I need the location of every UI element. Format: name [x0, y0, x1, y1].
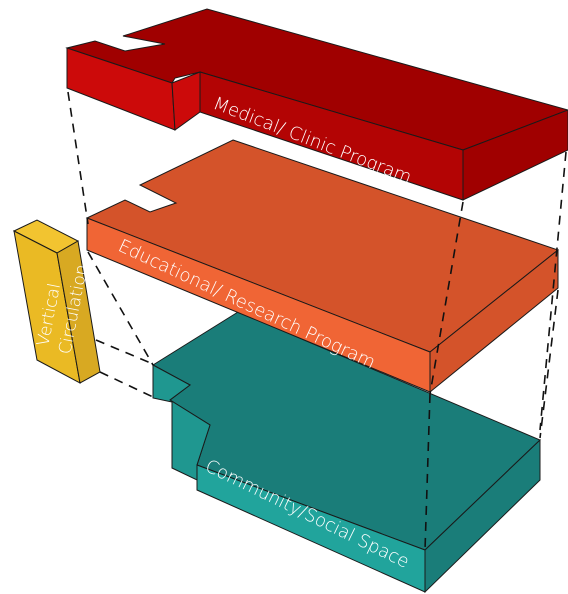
guide-line-lower-center [424, 393, 431, 551]
medical-top-face [65, 8, 568, 151]
medical-inner-face [171, 71, 201, 131]
guide-line-core-bottom [99, 371, 154, 398]
community-right-face [424, 438, 541, 594]
guide-line-right [539, 151, 567, 431]
guide-line-lower-left [87, 251, 154, 366]
educational-right-face [429, 248, 559, 394]
guide-line-center [429, 201, 464, 395]
alignment-lines [67, 91, 567, 551]
guide-line-left [67, 91, 89, 225]
guide-line-core-top [95, 339, 154, 365]
medical-layer: Medical/ Clinic Program [65, 8, 568, 201]
guide-line-lower-right [539, 289, 559, 439]
medical-right-face [462, 109, 568, 201]
